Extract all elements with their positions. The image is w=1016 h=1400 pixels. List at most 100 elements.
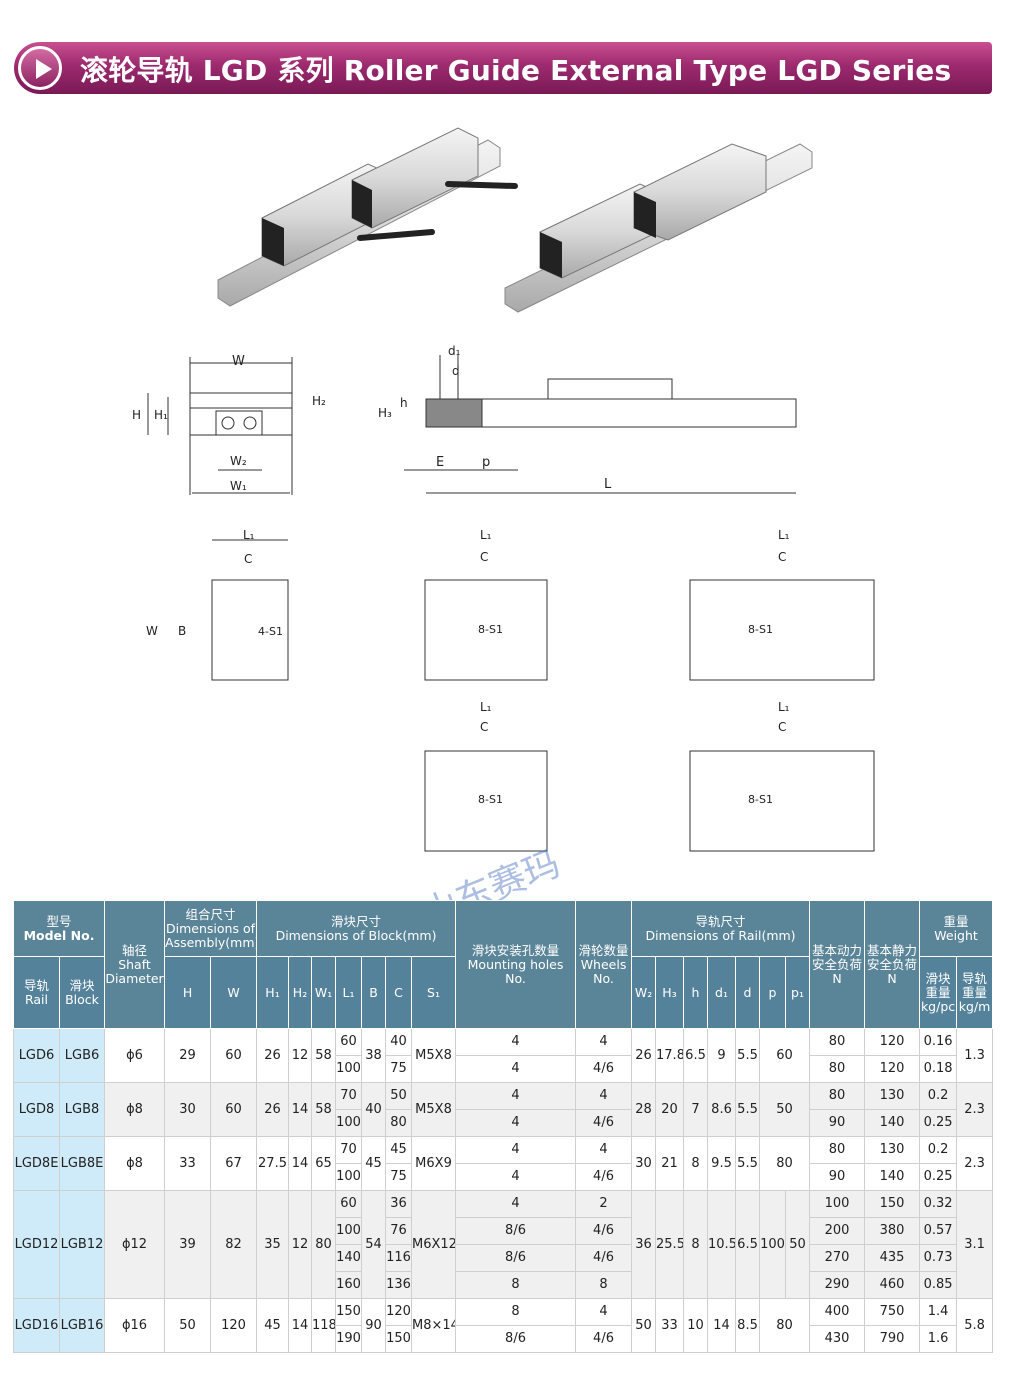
cell-block-weight: 1.6 (919, 1325, 958, 1353)
label-h: h (400, 396, 408, 410)
cell-p1: 50 (785, 1190, 811, 1299)
label-W: W (232, 354, 245, 369)
cell-C: 76 (385, 1217, 413, 1245)
block-top-view-5: L₁ C 8-S1 (689, 700, 875, 852)
cell-H1: 26 (256, 1028, 290, 1083)
cell-dynamic-load: 80 (809, 1082, 866, 1110)
cell-d: 5.5 (735, 1082, 761, 1137)
cell-W1: 80 (311, 1190, 337, 1299)
label-L1-c: L₁ (778, 528, 790, 542)
cell-H1: 27.5 (256, 1136, 290, 1191)
header-p1: p₁ (785, 956, 811, 1029)
cell-B: 45 (361, 1136, 387, 1191)
cell-shaft: ϕ8 (104, 1082, 166, 1137)
cell-block: LGB6 (58, 1028, 106, 1083)
cell-dynamic-load: 100 (809, 1190, 866, 1218)
cell-rail-weight: 2.3 (956, 1082, 994, 1137)
cell-L1: 150 (335, 1298, 363, 1326)
cell-block-weight: 0.32 (919, 1190, 958, 1218)
cell-W2: 26 (631, 1028, 657, 1083)
block-top-view-1: L₁ C W B 4-S1 (146, 528, 289, 681)
play-arrow-icon (18, 46, 62, 90)
cell-H3: 25.5 (655, 1190, 685, 1299)
cell-dynamic-load: 200 (809, 1217, 866, 1245)
label-L1-a: L₁ (243, 528, 255, 542)
block-top-view-3: L₁ C 8-S1 (689, 528, 875, 681)
cell-L1: 100 (335, 1217, 363, 1245)
cell-C: 136 (385, 1271, 413, 1299)
label-holes-e: 8-S1 (748, 793, 773, 806)
cell-W2: 28 (631, 1082, 657, 1137)
cell-block: LGB8E (58, 1136, 106, 1191)
cell-p: 60 (759, 1028, 811, 1083)
cell-L1: 70 (335, 1082, 363, 1110)
cell-holes: 4 (455, 1028, 577, 1056)
cross-section-drawing: W W₂ W₁ H H₁ H₂ (132, 354, 326, 495)
product-photo-right (504, 143, 813, 313)
cell-H: 50 (164, 1298, 212, 1353)
cell-shaft: ϕ12 (104, 1190, 166, 1299)
label-E: E (436, 455, 444, 470)
cell-H1: 35 (256, 1190, 290, 1299)
cell-H1: 45 (256, 1298, 290, 1353)
cell-W2: 36 (631, 1190, 657, 1299)
cell-wheels: 4/6 (575, 1217, 633, 1245)
cell-S1: M5X8 (411, 1028, 457, 1083)
cell-block-weight: 0.2 (919, 1082, 958, 1110)
cell-rail: LGD8 (13, 1082, 60, 1137)
header-H3: H₃ (655, 956, 685, 1029)
cell-W1: 58 (311, 1028, 337, 1083)
cell-B: 90 (361, 1298, 387, 1353)
cell-shaft: ϕ8 (104, 1136, 166, 1191)
technical-drawings: W W₂ W₁ H H₁ H₂ d₁ d H₃ h E p L L₁ C W B… (132, 344, 875, 852)
cell-H: 39 (164, 1190, 212, 1299)
cell-B: 38 (361, 1028, 387, 1083)
cell-static-load: 120 (864, 1055, 921, 1083)
cell-static-load: 140 (864, 1109, 921, 1137)
cell-p: 50 (759, 1082, 811, 1137)
label-L1-d: L₁ (480, 700, 492, 714)
cell-dynamic-load: 270 (809, 1244, 866, 1272)
cell-static-load: 130 (864, 1136, 921, 1164)
header-H2: H₂ (288, 956, 313, 1029)
label-H2: H₂ (312, 394, 326, 408)
cell-dynamic-load: 90 (809, 1163, 866, 1191)
cell-h: 8 (683, 1190, 709, 1299)
label-H: H (132, 408, 141, 422)
cell-H3: 20 (655, 1082, 685, 1137)
cell-wheels: 2 (575, 1190, 633, 1218)
cell-shaft: ϕ16 (104, 1298, 166, 1353)
cell-holes: 8/6 (455, 1325, 577, 1353)
cell-H2: 14 (288, 1298, 313, 1353)
header-W2: W₂ (631, 956, 657, 1029)
cell-L1: 60 (335, 1190, 363, 1218)
cell-wheels: 8 (575, 1271, 633, 1299)
cell-W: 60 (210, 1028, 258, 1083)
header-C: C (385, 956, 413, 1029)
cell-H: 33 (164, 1136, 212, 1191)
cell-h: 8 (683, 1136, 709, 1191)
cell-wheels: 4 (575, 1136, 633, 1164)
cell-H: 29 (164, 1028, 212, 1083)
cell-C: 80 (385, 1109, 413, 1137)
cell-S1: M6X9 (411, 1136, 457, 1191)
cell-holes: 4 (455, 1109, 577, 1137)
cell-rail-weight: 1.3 (956, 1028, 994, 1083)
label-L1-e: L₁ (778, 700, 790, 714)
cell-rail: LGD12 (13, 1190, 60, 1299)
header-W: W (210, 956, 258, 1029)
cell-dynamic-load: 80 (809, 1136, 866, 1164)
cell-dynamic-load: 290 (809, 1271, 866, 1299)
block-top-view-4: L₁ C 8-S1 (424, 700, 548, 852)
